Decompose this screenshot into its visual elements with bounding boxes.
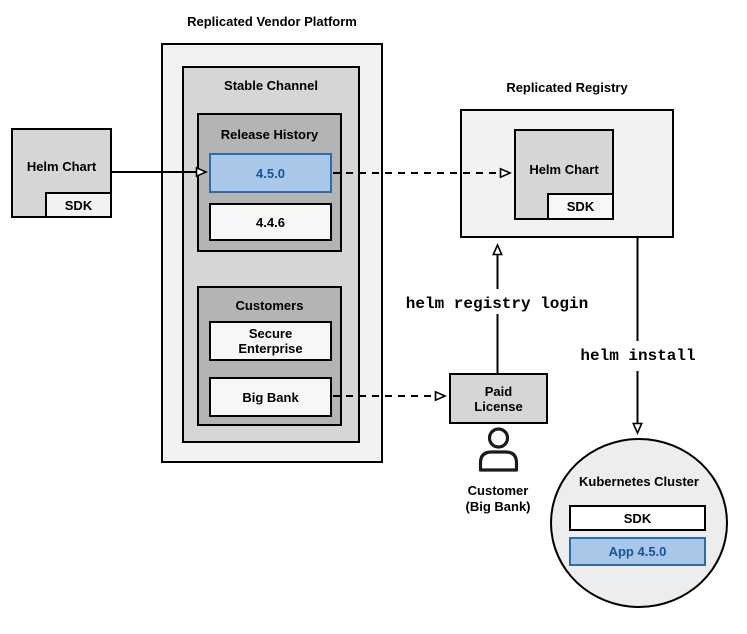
paid-license-label: Paid License: [474, 383, 523, 414]
customers-title: Customers: [235, 298, 304, 313]
stable-channel-title: Stable Channel: [224, 78, 318, 93]
cluster-sdk-box: SDK: [569, 505, 706, 531]
big-bank-box: Big Bank: [209, 377, 332, 417]
release-4-5-0-box: 4.5.0: [209, 153, 332, 193]
helm-registry-login-label: helm registry login: [405, 295, 589, 313]
customer-label: Customer (Big Bank): [465, 483, 531, 514]
secure-enterprise-box: Secure Enterprise: [209, 321, 332, 361]
registry-sdk-box: SDK: [547, 193, 614, 220]
kubernetes-cluster-title: Kubernetes Cluster: [579, 474, 699, 489]
registry-title: Replicated Registry: [506, 80, 628, 95]
customer-person-icon: [478, 427, 519, 472]
cluster-app-box: App 4.5.0: [569, 537, 706, 566]
sdk-box: SDK: [45, 192, 112, 218]
paid-license-box: Paid License: [449, 373, 548, 424]
vendor-platform-title: Replicated Vendor Platform: [187, 14, 357, 29]
helm-install-label: helm install: [580, 347, 696, 365]
secure-enterprise-label: Secure Enterprise: [238, 326, 303, 356]
release-history-title: Release History: [220, 127, 319, 142]
release-4-4-6-box: 4.4.6: [209, 203, 332, 241]
